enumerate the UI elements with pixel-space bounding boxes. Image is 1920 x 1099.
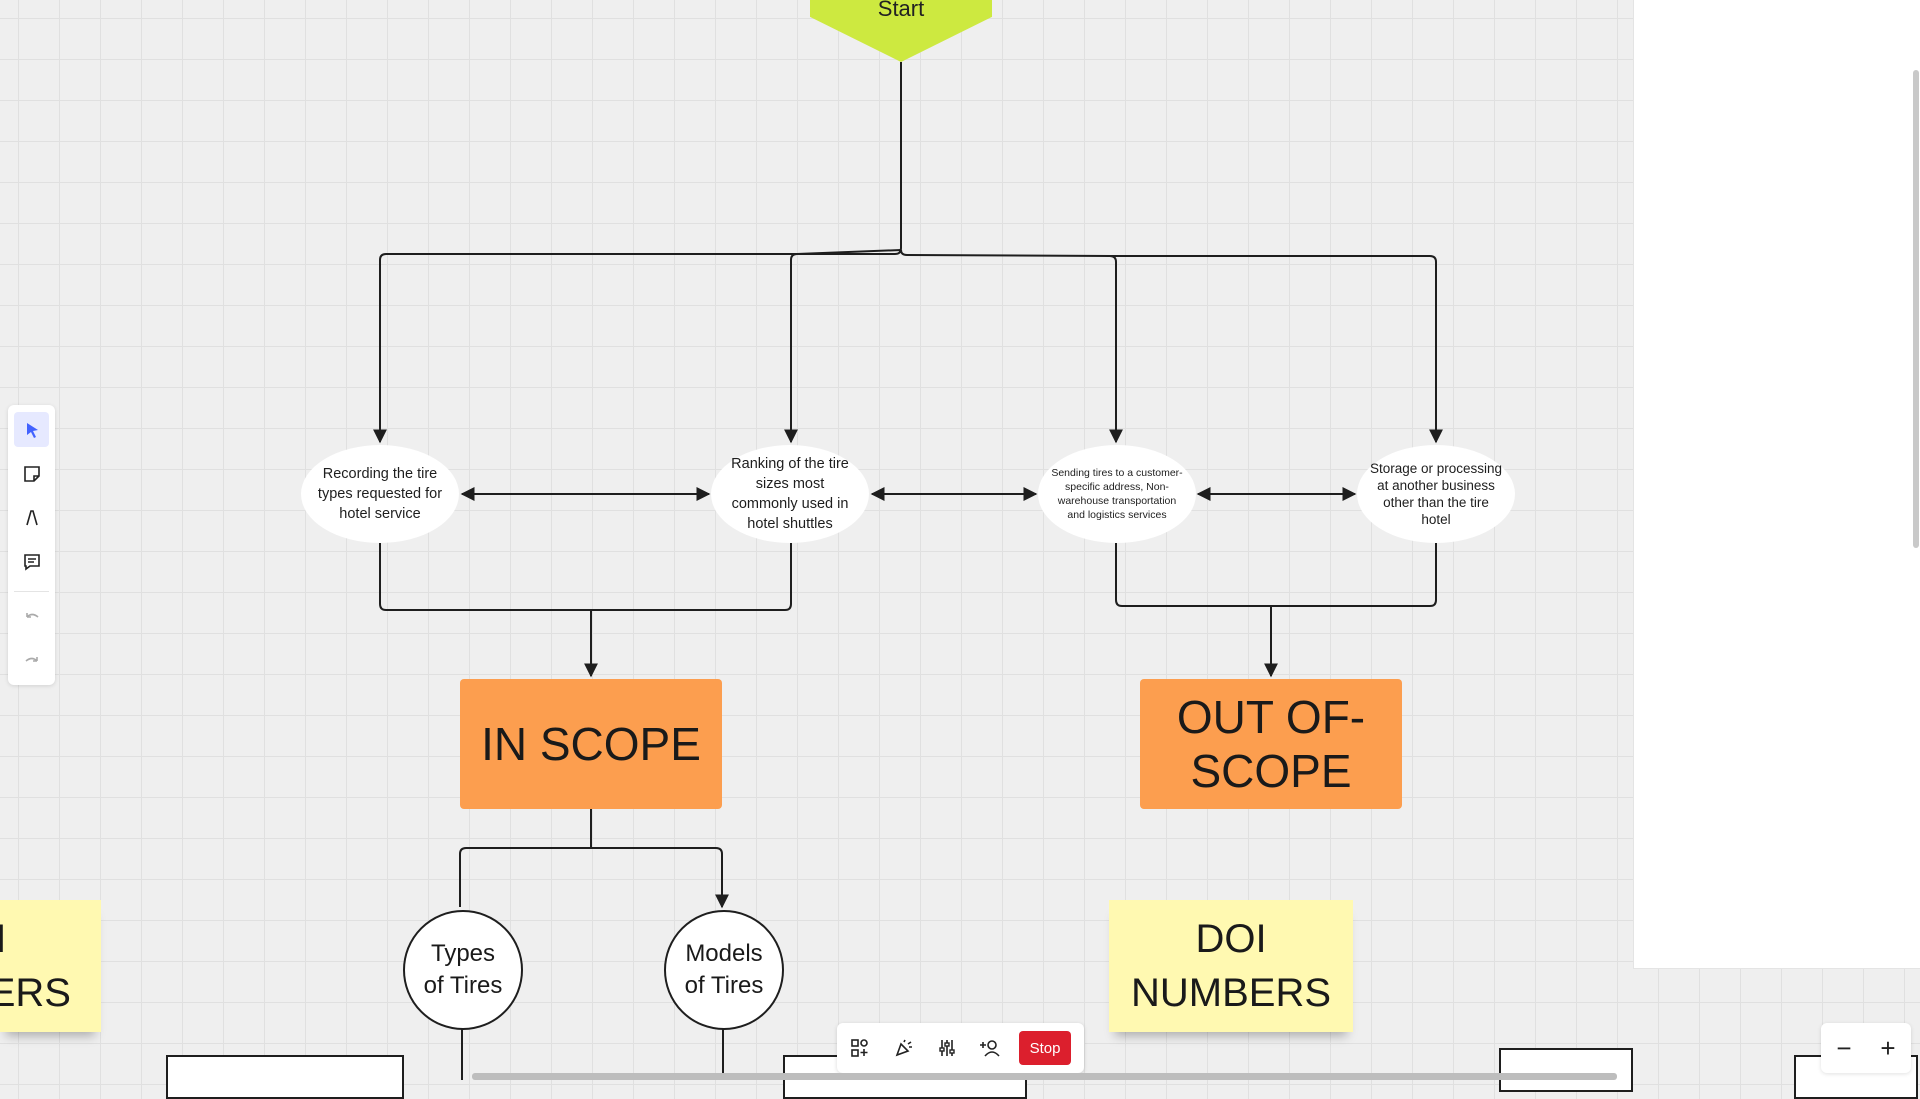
redo-icon (24, 656, 38, 662)
activity-label-3: Sending tires to a customer-specific add… (1051, 467, 1183, 521)
pen-icon (25, 509, 38, 525)
select-tool-button[interactable] (14, 412, 49, 447)
settings-sliders-icon (939, 1040, 955, 1056)
horizontal-scrollbar[interactable] (472, 1073, 1617, 1080)
zoom-controls: − + (1821, 1023, 1911, 1073)
in-scope-label: IN SCOPE (481, 718, 701, 770)
shapes-icon (851, 1039, 868, 1057)
connector-start-to-activity-4 (1110, 255, 1443, 444)
sticky-note-left[interactable]: DOI NUMBERS (0, 900, 101, 1032)
zoom-in-button[interactable]: + (1880, 1032, 1896, 1063)
subtopic-node-2[interactable]: Models of Tires (664, 910, 784, 1030)
connector-start-to-activity-1 (373, 62, 902, 444)
select-icon (26, 422, 38, 438)
comment-icon (23, 553, 40, 571)
sticky-note-doi-text: DOI NUMBERS (1130, 917, 1332, 1015)
invite-user-button[interactable] (973, 1031, 1007, 1065)
undo-button[interactable] (14, 600, 49, 635)
activity-node-4[interactable]: Storage or processing at another busines… (1357, 445, 1515, 543)
connector-start-to-activity-2 (784, 249, 902, 444)
settings-button[interactable] (930, 1031, 964, 1065)
subtopic-label-2: Models of Tires (684, 940, 764, 999)
activity-label-2: Ranking of the tire sizes most commonly … (731, 456, 849, 532)
invite-user-icon (980, 1040, 1000, 1057)
side-panel (1633, 0, 1920, 969)
connector-start-to-activity-3 (900, 249, 1123, 444)
subtopic-node-1[interactable]: Types of Tires (403, 910, 523, 1030)
celebrate-icon (895, 1039, 912, 1057)
activity-node-2[interactable]: Ranking of the tire sizes most commonly … (711, 445, 869, 543)
sticky-note-doi[interactable]: DOI NUMBERS (1109, 900, 1353, 1032)
partial-box-3[interactable] (1499, 1048, 1633, 1092)
undo-icon (25, 612, 39, 618)
activity-node-3[interactable]: Sending tires to a customer-specific add… (1038, 445, 1196, 543)
subtopic-label-1: Types of Tires (423, 940, 503, 999)
sticky-note-left-text: DOI NUMBERS (0, 917, 71, 1015)
side-panel-scrollbar[interactable] (1913, 70, 1919, 548)
pen-tool-button[interactable] (14, 500, 49, 535)
left-toolbar (8, 405, 55, 685)
start-label: Start (877, 0, 925, 21)
comment-tool-button[interactable] (14, 544, 49, 579)
activity-node-1[interactable]: Recording the tire types requested for h… (301, 445, 459, 543)
out-of-scope-box[interactable]: OUT OF-SCOPE (1140, 679, 1402, 809)
connector-in-scope-to-subtopics (459, 809, 722, 907)
collaboration-toolbar: Stop (837, 1023, 1084, 1073)
start-node[interactable]: Start (810, 0, 992, 62)
zoom-out-button[interactable]: − (1836, 1032, 1852, 1063)
redo-button[interactable] (14, 644, 49, 679)
shapes-button[interactable] (843, 1031, 877, 1065)
sticky-note-icon (23, 465, 40, 482)
connector-activities-to-out-of-scope (1115, 543, 1437, 607)
partial-box-1[interactable] (166, 1055, 404, 1099)
celebrate-button[interactable] (887, 1031, 921, 1065)
out-of-scope-label: OUT OF-SCOPE (1176, 691, 1366, 797)
connector-activities-to-in-scope (379, 543, 792, 611)
in-scope-box[interactable]: IN SCOPE (460, 679, 722, 809)
sticky-note-tool-button[interactable] (14, 456, 49, 491)
stop-button[interactable]: Stop (1019, 1031, 1071, 1065)
activity-label-1: Recording the tire types requested for h… (317, 466, 443, 522)
activity-label-4: Storage or processing at another busines… (1369, 461, 1503, 527)
toolbar-divider (14, 591, 49, 592)
